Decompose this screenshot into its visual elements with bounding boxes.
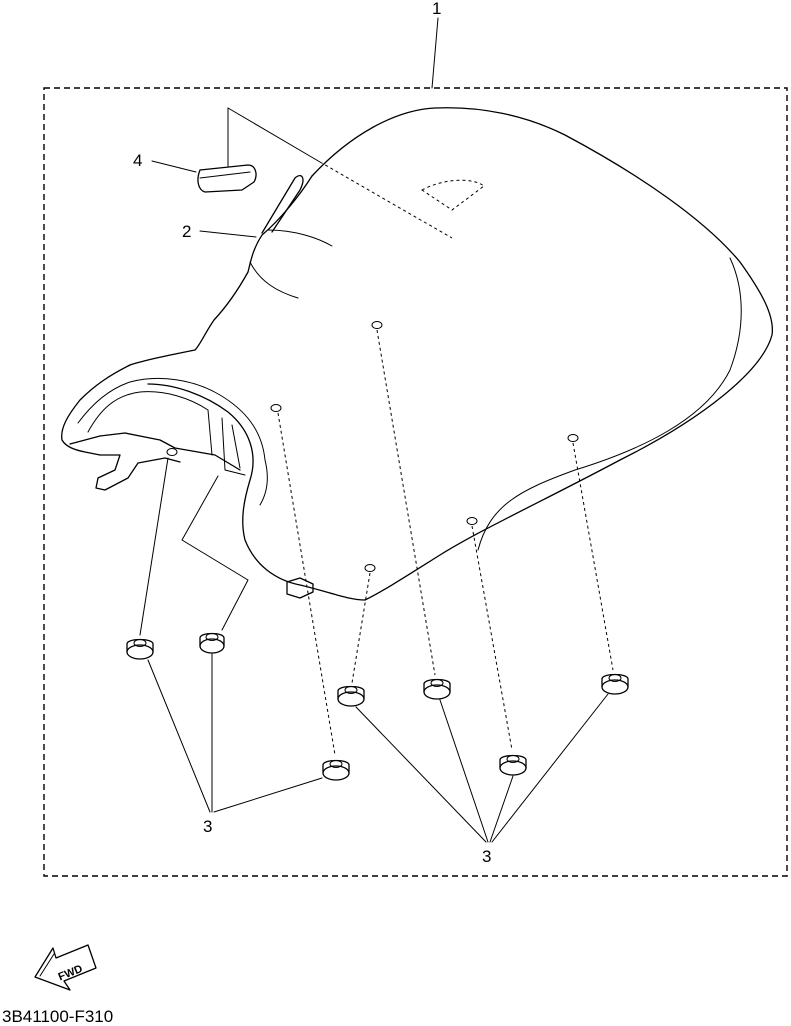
damper-guide [376, 329, 436, 676]
label-part-3-right: 3 [482, 847, 491, 866]
pad-part-4 [197, 164, 257, 193]
label-part-4: 4 [133, 151, 142, 170]
pad-position-outline [421, 179, 485, 211]
mount-hole-icon [166, 321, 579, 572]
fwd-badge: FWD [57, 963, 85, 984]
damper-guide [139, 457, 169, 636]
pad-pointer-dashed [319, 161, 453, 239]
assembly-boundary [43, 87, 788, 877]
leader-1 [431, 17, 439, 89]
damper-guide [572, 442, 614, 671]
label-part-3-left: 3 [203, 817, 212, 836]
leader-3-left [147, 653, 323, 813]
seat-icon [61, 107, 774, 631]
pad-pointer-line [227, 107, 321, 163]
label-part-1: 1 [432, 0, 441, 18]
damper-guide [277, 412, 336, 756]
leader-2 [199, 230, 257, 238]
fwd-arrow-icon: FWD [34, 944, 97, 991]
damper-guide [351, 572, 371, 684]
label-part-2: 2 [182, 222, 191, 241]
leader-3-right [355, 693, 609, 843]
leader-4 [151, 160, 197, 173]
damper-icon [126, 632, 629, 781]
drawing-code: 3B41100-F310 [2, 1007, 113, 1026]
damper-guide [471, 525, 513, 751]
